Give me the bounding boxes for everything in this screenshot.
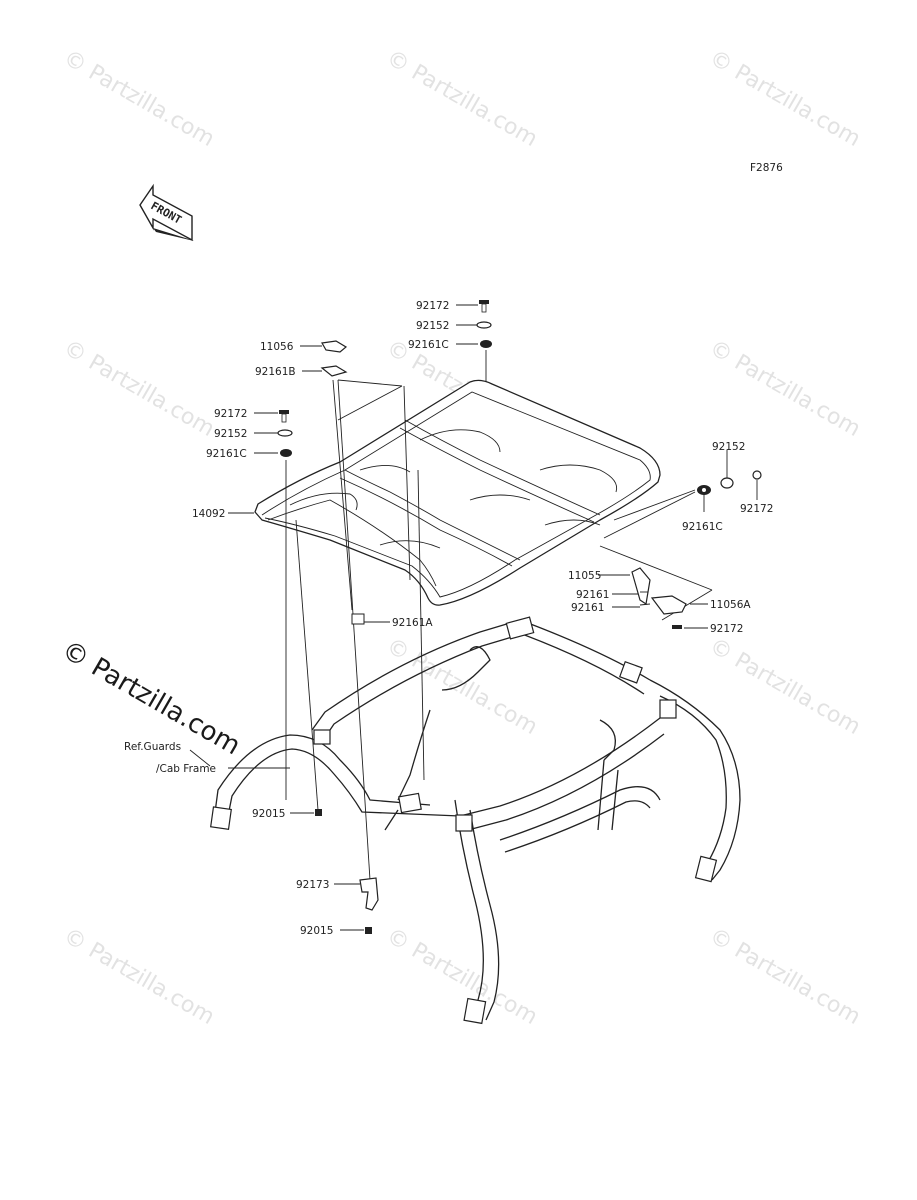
hardware-parts <box>277 300 762 934</box>
part-label-92152: 92152 <box>214 428 247 440</box>
part-label-11055: 11055 <box>568 570 601 582</box>
watermark: © Partzilla.com <box>59 336 219 443</box>
bracket-icon <box>631 567 651 606</box>
part-label-92161c: 92161C <box>408 339 449 351</box>
part-label-92152: 92152 <box>712 441 745 453</box>
washer-icon <box>277 429 293 437</box>
leader-lines <box>189 304 758 931</box>
washer-icon <box>280 449 292 457</box>
part-label-92015: 92015 <box>300 925 333 937</box>
part-label-92152: 92152 <box>416 320 449 332</box>
watermark: © Partzilla.com <box>59 46 219 153</box>
part-label-92172: 92172 <box>416 300 449 312</box>
pad-icon <box>639 603 651 606</box>
bolt-icon <box>479 300 489 313</box>
watermark: © Partzilla.com <box>705 46 865 153</box>
part-label-92172: 92172 <box>214 408 247 420</box>
part-label-92161b: 92161B <box>255 366 296 378</box>
part-label-92161: 92161 <box>576 589 609 601</box>
washer-icon <box>476 321 492 329</box>
nut-icon <box>365 927 372 934</box>
clip-icon <box>321 340 348 353</box>
ref-note-line-1: Ref.Guards <box>124 741 181 753</box>
part-label-92172: 92172 <box>710 623 743 635</box>
watermark: © Partzilla.com <box>382 634 542 741</box>
part-label-92172: 92172 <box>740 503 773 515</box>
washer-icon <box>720 477 734 489</box>
bolt-icon <box>279 410 289 423</box>
cab-frame <box>210 616 741 1025</box>
watermark: © Partzilla.com <box>59 924 219 1031</box>
diagram-code: F2876 <box>750 162 783 174</box>
part-label-11056: 11056 <box>260 341 294 353</box>
part-label-11056a: 11056A <box>710 599 751 611</box>
part-label-92161c: 92161C <box>682 521 723 533</box>
part-label-14092: 14092 <box>192 508 225 520</box>
ref-note-line-2: /Cab Frame <box>156 763 216 775</box>
part-label-92161c: 92161C <box>206 448 247 460</box>
watermark: © Partzilla.com <box>705 634 865 741</box>
part-label-92161a: 92161A <box>392 617 433 629</box>
part-labels: 92172 92152 92161C 11056 92161B 92172 92… <box>124 300 773 937</box>
part-label-92161: 92161 <box>571 602 604 614</box>
part-label-92173: 92173 <box>296 879 329 891</box>
bracket-icon <box>650 595 687 615</box>
bolt-icon <box>672 625 682 629</box>
part-label-92015: 92015 <box>252 808 285 820</box>
clamp-icon <box>359 877 379 911</box>
watermark: © Partzilla.com <box>382 46 542 153</box>
bolt-icon <box>752 470 762 480</box>
front-arrow-icon: FRONT <box>139 183 194 242</box>
watermark: © Partzilla.com <box>705 924 865 1031</box>
pad-icon <box>320 365 348 377</box>
pad-icon <box>351 613 365 625</box>
washer-icon <box>480 340 492 348</box>
watermark: © Partzilla.com <box>382 924 542 1031</box>
roof-panel <box>254 379 661 606</box>
nut-icon <box>315 809 322 816</box>
watermark: © Partzilla.com <box>705 336 865 443</box>
